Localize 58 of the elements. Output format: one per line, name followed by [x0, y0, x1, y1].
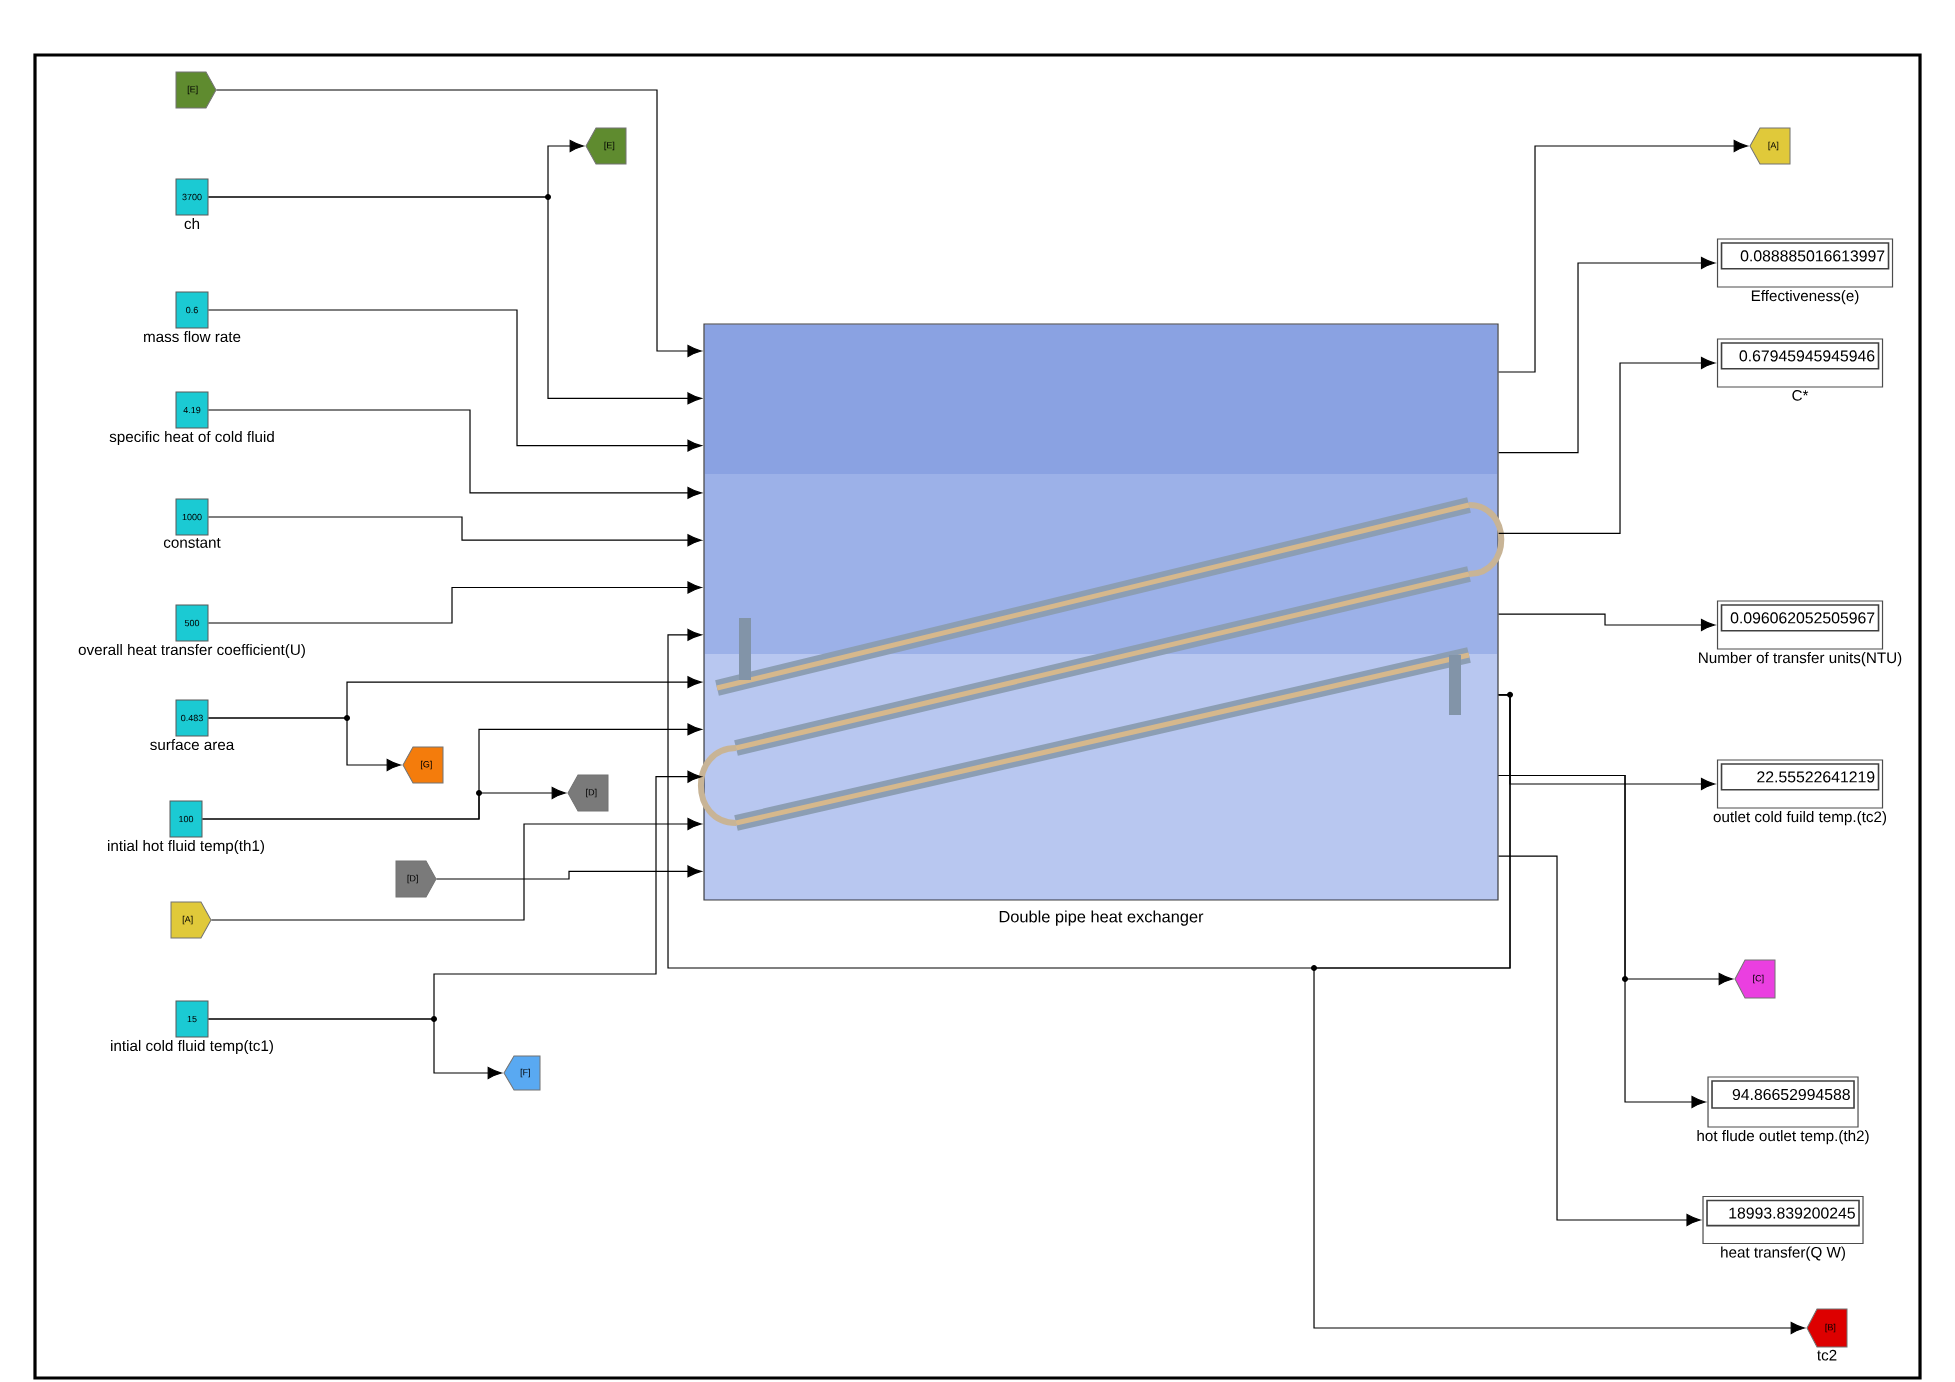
constant-block: 1000 — [175, 498, 209, 536]
constant-block: 15 — [175, 1000, 209, 1038]
block-label: specific heat of cold fluid — [109, 430, 274, 446]
arrow — [207, 581, 702, 624]
tag-block: [A] — [170, 901, 212, 939]
block-label: mass flow rate — [144, 330, 241, 343]
tag-block: [D] — [567, 774, 609, 812]
arrow — [207, 409, 702, 499]
block-label: hot flude outlet temp.(th2) — [1697, 1130, 1869, 1145]
display-block: 0.088885016613997 — [1716, 238, 1894, 288]
block-label: intial hot fluid temp(th1) — [108, 839, 264, 855]
constant-block: 500 — [175, 604, 209, 642]
block-label: ch — [184, 217, 200, 230]
arrow — [207, 516, 702, 547]
tag-block: [B] — [1806, 1308, 1848, 1348]
constant-block: 0.6 — [175, 291, 209, 329]
arrow — [1498, 257, 1716, 454]
arrow — [210, 818, 702, 921]
block-label: surface area — [150, 738, 235, 751]
block-label: Number of transfer units(NTU) — [1699, 652, 1902, 667]
block-label: overall heat transfer coefficient(U) — [78, 643, 305, 659]
constant-block: 100 — [169, 800, 203, 838]
tag-block: [A] — [1749, 127, 1791, 165]
block-label: Effectiveness(e) — [1751, 290, 1859, 305]
arrow — [207, 196, 702, 405]
block-label: Double pipe heat exchanger — [999, 910, 1204, 926]
arrow — [1498, 357, 1716, 534]
constant-block: 4.19 — [175, 391, 209, 429]
constant-block: 3700 — [175, 178, 209, 216]
arrow — [1498, 774, 1706, 1108]
tag-block: [D] — [395, 860, 437, 898]
arrow — [201, 787, 566, 820]
arrow — [215, 89, 702, 358]
display-block: 18993.839200245 — [1702, 1195, 1864, 1245]
block-label: outlet cold fuild temp.(tc2) — [1713, 811, 1887, 826]
display-block: 0.096062052505967 — [1716, 600, 1884, 650]
arrow — [207, 309, 702, 452]
display-block: 22.55522641219 — [1716, 759, 1884, 809]
block-label: tc2 — [1817, 1349, 1837, 1361]
arrow — [1313, 694, 1805, 1335]
constant-block: 0.483 — [175, 699, 209, 737]
display-block: 94.86652994588 — [1707, 1076, 1859, 1128]
arrow — [435, 865, 702, 880]
arrow — [1498, 613, 1716, 631]
arrow — [207, 1018, 502, 1079]
block-label: C* — [1792, 390, 1809, 401]
block-label: intial cold fluid temp(tc1) — [111, 1039, 273, 1055]
tag-block: [G] — [402, 746, 444, 784]
arrow — [1498, 140, 1748, 373]
block-label: heat transfer(Q W) — [1721, 1246, 1845, 1261]
block-label: constant — [163, 537, 221, 548]
display-block: 0.67945945945946 — [1716, 338, 1884, 388]
tag-block: [E] — [585, 127, 627, 165]
arrow — [1498, 855, 1701, 1227]
arrow — [207, 717, 401, 771]
tag-block: [C] — [1734, 959, 1776, 999]
tag-block: [F] — [503, 1055, 541, 1091]
tag-block: [E] — [175, 71, 217, 109]
